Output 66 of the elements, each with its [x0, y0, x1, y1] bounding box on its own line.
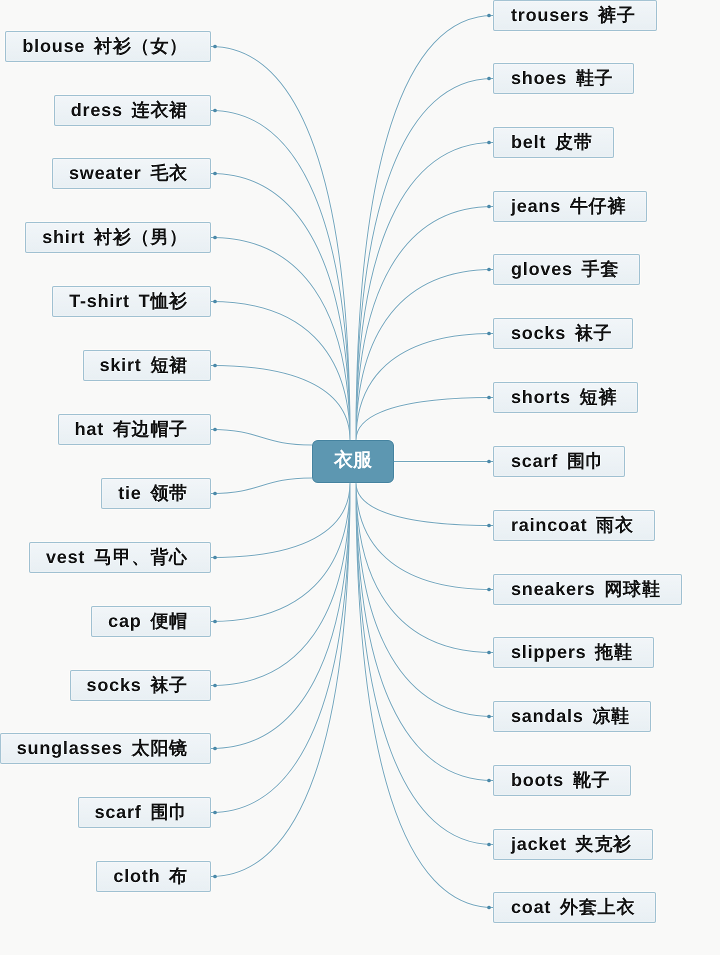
topic-box — [493, 765, 632, 796]
topic-text: cap 便帽 — [108, 610, 188, 632]
topic-box — [493, 637, 654, 668]
topic-box — [70, 670, 211, 701]
topic-text: coat 外套上衣 — [511, 896, 636, 918]
connector-line — [210, 428, 312, 446]
topic-text: belt 皮带 — [511, 132, 593, 154]
topic-text: jacket 夹克衫 — [511, 834, 632, 856]
topic-box — [493, 510, 655, 541]
topic-text: slippers 拖鞋 — [511, 642, 633, 664]
topic-box — [54, 95, 211, 126]
topic-text: cloth 布 — [113, 866, 188, 888]
topic-box — [493, 701, 652, 732]
topic-box — [493, 829, 654, 860]
topic-text: shirt 衬衫（男） — [42, 226, 188, 248]
topic-text: sweater 毛衣 — [68, 162, 188, 184]
topic-box — [493, 892, 656, 923]
topic-text: hat 有边帽子 — [74, 418, 188, 440]
topic-box — [101, 478, 211, 509]
connector-line — [394, 460, 494, 464]
topic-box — [493, 127, 614, 158]
connector-line — [210, 364, 350, 440]
topic-box — [493, 63, 634, 94]
topic-box — [96, 861, 211, 892]
topic-text: scarf 围巾 — [511, 450, 604, 472]
central-topic-box — [312, 440, 394, 483]
topic-text: tie 领带 — [118, 482, 188, 504]
topic-box — [493, 0, 657, 31]
topic-box — [91, 606, 211, 637]
topic-box — [58, 414, 211, 445]
topic-box — [0, 733, 211, 764]
topic-text: blouse 衬衫（女） — [22, 36, 188, 58]
topic-box — [493, 446, 626, 477]
topic-text: T-shirt T恤衫 — [69, 290, 188, 312]
topic-text: jeans 牛仔裤 — [511, 196, 626, 218]
topic-text: shoes 鞋子 — [511, 68, 614, 90]
topic-box — [493, 574, 682, 605]
topic-box — [5, 31, 211, 62]
topic-box — [52, 286, 211, 317]
central-topic-text: 衣服 — [334, 450, 372, 473]
topic-box — [493, 318, 634, 349]
topic-text: skirt 短裙 — [100, 354, 188, 376]
topic-box — [493, 191, 648, 222]
topic-box — [78, 797, 211, 828]
topic-text: gloves 手套 — [511, 258, 620, 280]
connector-line — [356, 332, 494, 440]
topic-text: shorts 短裤 — [511, 386, 618, 408]
topic-text: dress 连衣裙 — [70, 100, 188, 122]
topic-text: raincoat 雨衣 — [511, 514, 634, 536]
connector-line — [210, 478, 312, 496]
topic-box — [25, 222, 211, 253]
topic-box — [82, 350, 211, 381]
topic-box — [493, 254, 640, 285]
topic-text: socks 袜子 — [86, 674, 188, 696]
topic-box — [28, 542, 211, 573]
topic-text: boots 靴子 — [511, 770, 610, 792]
topic-box — [493, 382, 638, 413]
connector-line — [356, 396, 494, 440]
topic-box — [52, 158, 211, 189]
topic-text: scarf 围巾 — [94, 802, 188, 824]
topic-text: sunglasses 太阳镜 — [16, 738, 188, 760]
topic-text: trousers 裤子 — [511, 4, 636, 26]
topic-text: sandals 凉鞋 — [511, 706, 630, 728]
topic-text: socks 袜子 — [511, 322, 612, 344]
topic-text: sneakers 网球鞋 — [511, 578, 661, 600]
topic-text: vest 马甲、背心 — [46, 546, 188, 568]
